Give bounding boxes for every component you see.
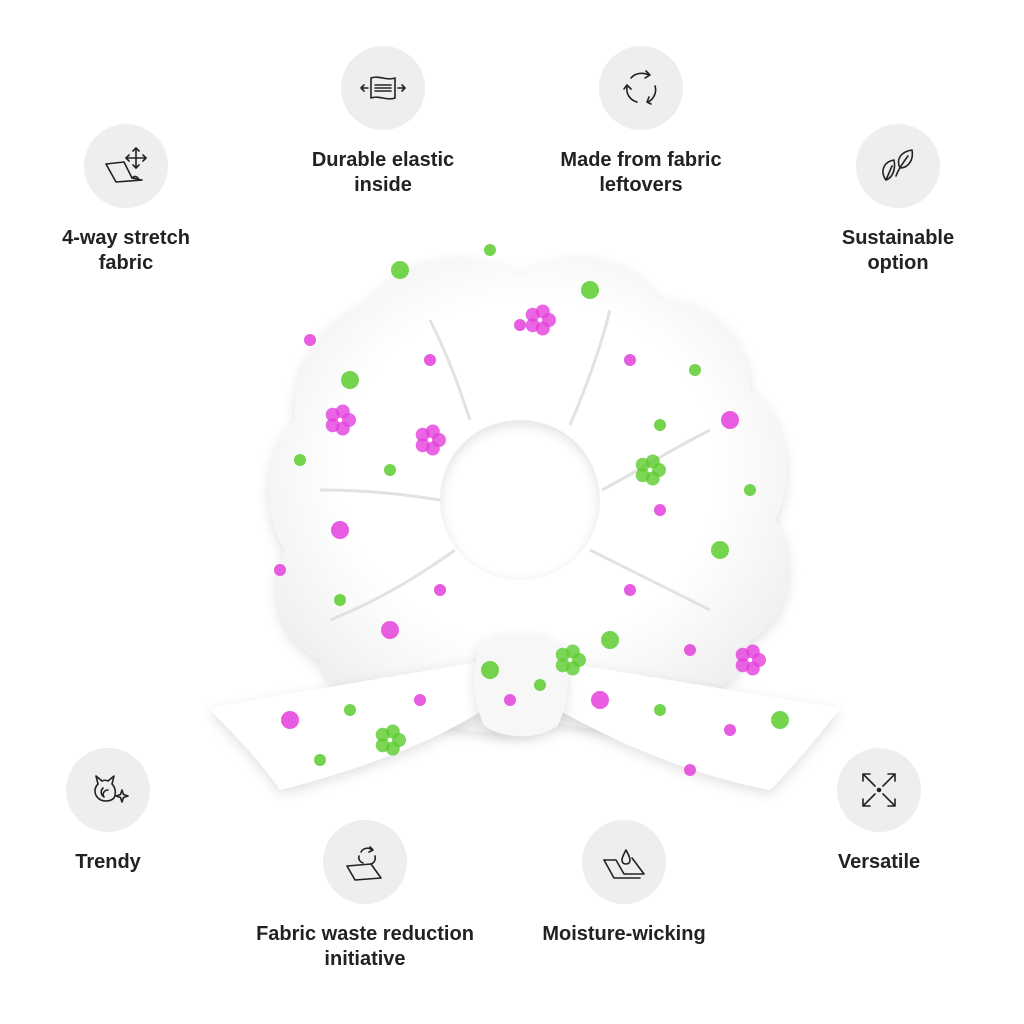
pattern-dot	[314, 754, 326, 766]
fabric-print-pattern	[274, 244, 789, 776]
feature-fabric-leftovers: Made from fabric leftovers	[511, 46, 771, 198]
pattern-flower	[525, 304, 556, 336]
pattern-flower	[415, 424, 446, 456]
fabric-stretch-icon	[84, 124, 168, 208]
scrunchie-folds	[319, 309, 711, 622]
feature-four-way-stretch: 4-way stretch fabric	[0, 124, 256, 276]
scrunchie-ring	[268, 257, 789, 733]
pattern-dot	[424, 354, 436, 366]
elastic-band-icon	[341, 46, 425, 130]
pattern-dot	[304, 334, 316, 346]
scrunchie-product-image	[208, 244, 840, 790]
pattern-dot	[341, 371, 359, 389]
pattern-dot	[331, 521, 349, 539]
pattern-dot	[654, 419, 666, 431]
pattern-dot	[481, 661, 499, 679]
recycle-arrows-icon	[599, 46, 683, 130]
feature-label: Sustainable option	[841, 227, 955, 274]
pattern-dot	[581, 281, 599, 299]
pattern-dot	[689, 364, 701, 376]
pattern-dot	[624, 584, 636, 596]
feature-label: Durable elastic inside	[311, 149, 455, 196]
feature-label: Fabric waste reduction initiative	[256, 923, 474, 970]
feature-label: Versatile	[837, 851, 921, 873]
pattern-dot	[294, 454, 306, 466]
pattern-flower	[325, 404, 356, 436]
fabric-recycle-icon	[323, 820, 407, 904]
pattern-dot	[384, 464, 396, 476]
pattern-dot	[434, 584, 446, 596]
pattern-dot	[344, 704, 356, 716]
pattern-flower	[635, 454, 666, 486]
expand-arrows-icon	[837, 748, 921, 832]
cat-moon-sparkle-icon	[66, 748, 150, 832]
feature-label: Moisture-wicking	[542, 923, 706, 945]
feature-versatile: Versatile	[749, 748, 1009, 875]
pattern-dot	[711, 541, 729, 559]
pattern-dot	[654, 704, 666, 716]
feature-waste-reduction: Fabric waste reduction initiative	[235, 820, 495, 972]
pattern-dot	[414, 694, 426, 706]
feature-label: 4-way stretch fabric	[62, 227, 190, 274]
pattern-dot	[514, 319, 526, 331]
pattern-dot	[654, 504, 666, 516]
pattern-flower	[735, 644, 766, 676]
bow-left-tail	[208, 660, 490, 790]
pattern-dot	[601, 631, 619, 649]
feature-sustainable: Sustainable option	[768, 124, 1024, 276]
feature-label: Made from fabric leftovers	[560, 149, 722, 196]
pattern-dot	[724, 724, 736, 736]
feature-trendy: Trendy	[0, 748, 238, 875]
pattern-dot	[484, 244, 496, 256]
leaf-icon	[856, 124, 940, 208]
pattern-dot	[274, 564, 286, 576]
pattern-dot	[391, 261, 409, 279]
pattern-dot	[624, 354, 636, 366]
feature-moisture-wicking: Moisture-wicking	[494, 820, 754, 947]
pattern-dot	[721, 411, 739, 429]
pattern-dot	[534, 679, 546, 691]
pattern-dot	[334, 594, 346, 606]
feature-label: Trendy	[75, 851, 141, 873]
pattern-flower	[555, 644, 586, 676]
water-drop-fabric-icon	[582, 820, 666, 904]
pattern-dot	[504, 694, 516, 706]
pattern-flower	[375, 724, 406, 756]
pattern-dot	[771, 711, 789, 729]
pattern-dot	[684, 644, 696, 656]
feature-durable-elastic: Durable elastic inside	[253, 46, 513, 198]
pattern-dot	[281, 711, 299, 729]
pattern-dot	[684, 764, 696, 776]
bow-right-tail	[550, 660, 840, 790]
pattern-dot	[744, 484, 756, 496]
pattern-dot	[381, 621, 399, 639]
pattern-dot	[591, 691, 609, 709]
bow-knot	[474, 633, 568, 737]
